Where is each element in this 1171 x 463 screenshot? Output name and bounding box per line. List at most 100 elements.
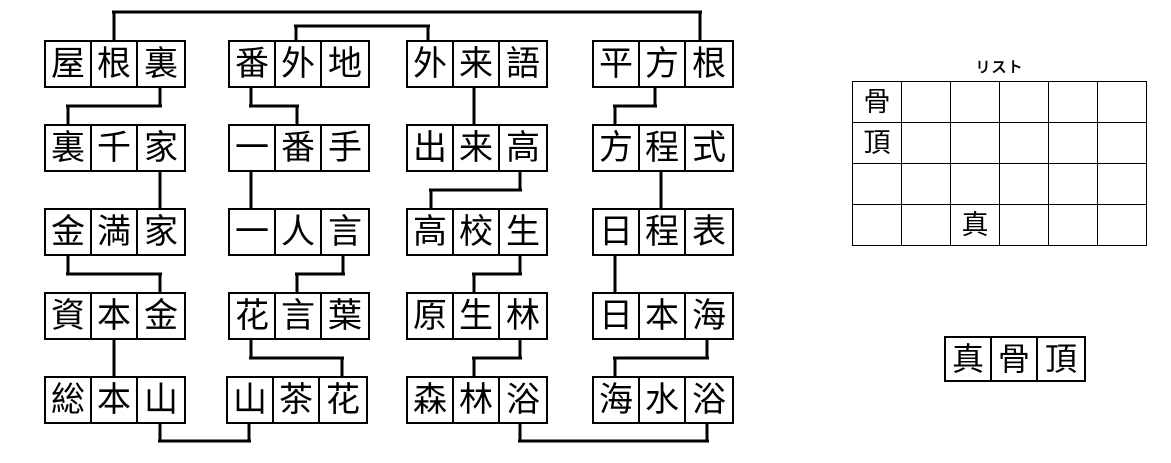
word-box-c1-r5[interactable]: 総 本 山 xyxy=(44,376,186,424)
word-cell[interactable]: 一 xyxy=(230,126,276,170)
word-box-c3-r4[interactable]: 原 生 林 xyxy=(406,292,548,340)
word-box-c2-r1[interactable]: 番 外 地 xyxy=(228,40,370,88)
list-cell[interactable]: 頂 xyxy=(852,122,902,164)
word-box-c4-r3[interactable]: 日 程 表 xyxy=(592,208,734,256)
word-cell[interactable]: 生 xyxy=(500,210,546,254)
word-cell[interactable]: 根 xyxy=(92,42,138,86)
answer-cell[interactable]: 頂 xyxy=(1038,338,1084,380)
word-cell[interactable]: 校 xyxy=(454,210,500,254)
word-cell[interactable]: 平 xyxy=(594,42,640,86)
word-cell[interactable]: 資 xyxy=(46,294,92,338)
word-cell[interactable]: 程 xyxy=(640,126,686,170)
word-box-c1-r2[interactable]: 裏 千 家 xyxy=(44,124,186,172)
list-cell[interactable] xyxy=(1097,81,1147,123)
list-cell[interactable] xyxy=(999,81,1049,123)
answer-cell[interactable]: 骨 xyxy=(992,338,1038,380)
list-cell[interactable] xyxy=(1097,122,1147,164)
list-cell[interactable] xyxy=(901,163,951,205)
word-cell[interactable]: 本 xyxy=(92,378,138,422)
word-cell[interactable]: 林 xyxy=(500,294,546,338)
word-cell[interactable]: 水 xyxy=(640,378,686,422)
word-box-c4-r1[interactable]: 平 方 根 xyxy=(592,40,734,88)
word-cell[interactable]: 言 xyxy=(322,210,368,254)
word-box-c1-r3[interactable]: 金 満 家 xyxy=(44,208,186,256)
word-cell[interactable]: 地 xyxy=(322,42,368,86)
word-cell[interactable]: 式 xyxy=(686,126,732,170)
word-cell[interactable]: 金 xyxy=(46,210,92,254)
word-cell[interactable]: 番 xyxy=(276,126,322,170)
word-cell[interactable]: 山 xyxy=(228,378,274,422)
word-box-c2-r3[interactable]: 一 人 言 xyxy=(228,208,370,256)
word-cell[interactable]: 方 xyxy=(640,42,686,86)
word-cell[interactable]: 家 xyxy=(138,210,184,254)
list-cell[interactable] xyxy=(901,81,951,123)
list-cell[interactable] xyxy=(1097,204,1147,246)
word-cell[interactable]: 出 xyxy=(408,126,454,170)
word-cell[interactable]: 原 xyxy=(408,294,454,338)
word-cell[interactable]: 言 xyxy=(276,294,322,338)
word-box-c3-r2[interactable]: 出 来 高 xyxy=(406,124,548,172)
word-cell[interactable]: 日 xyxy=(594,294,640,338)
list-cell[interactable]: 骨 xyxy=(852,81,902,123)
word-cell[interactable]: 山 xyxy=(138,378,184,422)
word-cell[interactable]: 屋 xyxy=(46,42,92,86)
word-cell[interactable]: 番 xyxy=(230,42,276,86)
word-cell[interactable]: 方 xyxy=(594,126,640,170)
word-cell[interactable]: 森 xyxy=(408,378,454,422)
word-cell[interactable]: 海 xyxy=(594,378,640,422)
word-cell[interactable]: 手 xyxy=(322,126,368,170)
word-cell[interactable]: 外 xyxy=(276,42,322,86)
word-box-c2-r4[interactable]: 花 言 葉 xyxy=(228,292,370,340)
word-cell[interactable]: 千 xyxy=(92,126,138,170)
word-cell[interactable]: 一 xyxy=(230,210,276,254)
word-cell[interactable]: 葉 xyxy=(322,294,368,338)
word-box-c4-r2[interactable]: 方 程 式 xyxy=(592,124,734,172)
word-cell[interactable]: 浴 xyxy=(686,378,732,422)
list-cell[interactable] xyxy=(1097,163,1147,205)
list-cell[interactable] xyxy=(852,163,902,205)
answer-box[interactable]: 真 骨 頂 xyxy=(944,336,1086,382)
list-cell[interactable] xyxy=(950,81,1000,123)
word-cell[interactable]: 林 xyxy=(454,378,500,422)
word-cell[interactable]: 日 xyxy=(594,210,640,254)
word-cell[interactable]: 高 xyxy=(500,126,546,170)
word-cell[interactable]: 外 xyxy=(408,42,454,86)
word-cell[interactable]: 金 xyxy=(138,294,184,338)
word-cell[interactable]: 語 xyxy=(500,42,546,86)
word-cell[interactable]: 程 xyxy=(640,210,686,254)
word-cell[interactable]: 高 xyxy=(408,210,454,254)
list-cell[interactable] xyxy=(999,163,1049,205)
word-cell[interactable]: 来 xyxy=(454,126,500,170)
word-cell[interactable]: 本 xyxy=(92,294,138,338)
list-cell[interactable]: 真 xyxy=(950,204,1000,246)
word-cell[interactable]: 総 xyxy=(46,378,92,422)
list-cell[interactable] xyxy=(1048,122,1098,164)
word-box-c1-r1[interactable]: 屋 根 裏 xyxy=(44,40,186,88)
word-box-c2-r5[interactable]: 山 茶 花 xyxy=(226,376,368,424)
word-box-c3-r5[interactable]: 森 林 浴 xyxy=(406,376,548,424)
word-cell[interactable]: 裏 xyxy=(138,42,184,86)
word-cell[interactable]: 裏 xyxy=(46,126,92,170)
word-cell[interactable]: 本 xyxy=(640,294,686,338)
word-cell[interactable]: 来 xyxy=(454,42,500,86)
word-cell[interactable]: 花 xyxy=(230,294,276,338)
list-cell[interactable] xyxy=(1048,163,1098,205)
word-cell[interactable]: 生 xyxy=(454,294,500,338)
list-cell[interactable] xyxy=(901,122,951,164)
word-box-c3-r3[interactable]: 高 校 生 xyxy=(406,208,548,256)
word-cell[interactable]: 人 xyxy=(276,210,322,254)
word-box-c4-r4[interactable]: 日 本 海 xyxy=(592,292,734,340)
word-cell[interactable]: 根 xyxy=(686,42,732,86)
word-cell[interactable]: 浴 xyxy=(500,378,546,422)
word-cell[interactable]: 家 xyxy=(138,126,184,170)
word-box-c4-r5[interactable]: 海 水 浴 xyxy=(592,376,734,424)
word-cell[interactable]: 満 xyxy=(92,210,138,254)
list-cell[interactable] xyxy=(999,122,1049,164)
word-cell[interactable]: 花 xyxy=(320,378,366,422)
list-cell[interactable] xyxy=(999,204,1049,246)
list-cell[interactable] xyxy=(1048,81,1098,123)
list-cell[interactable] xyxy=(950,163,1000,205)
word-box-c3-r1[interactable]: 外 来 語 xyxy=(406,40,548,88)
word-cell[interactable]: 表 xyxy=(686,210,732,254)
word-cell[interactable]: 海 xyxy=(686,294,732,338)
